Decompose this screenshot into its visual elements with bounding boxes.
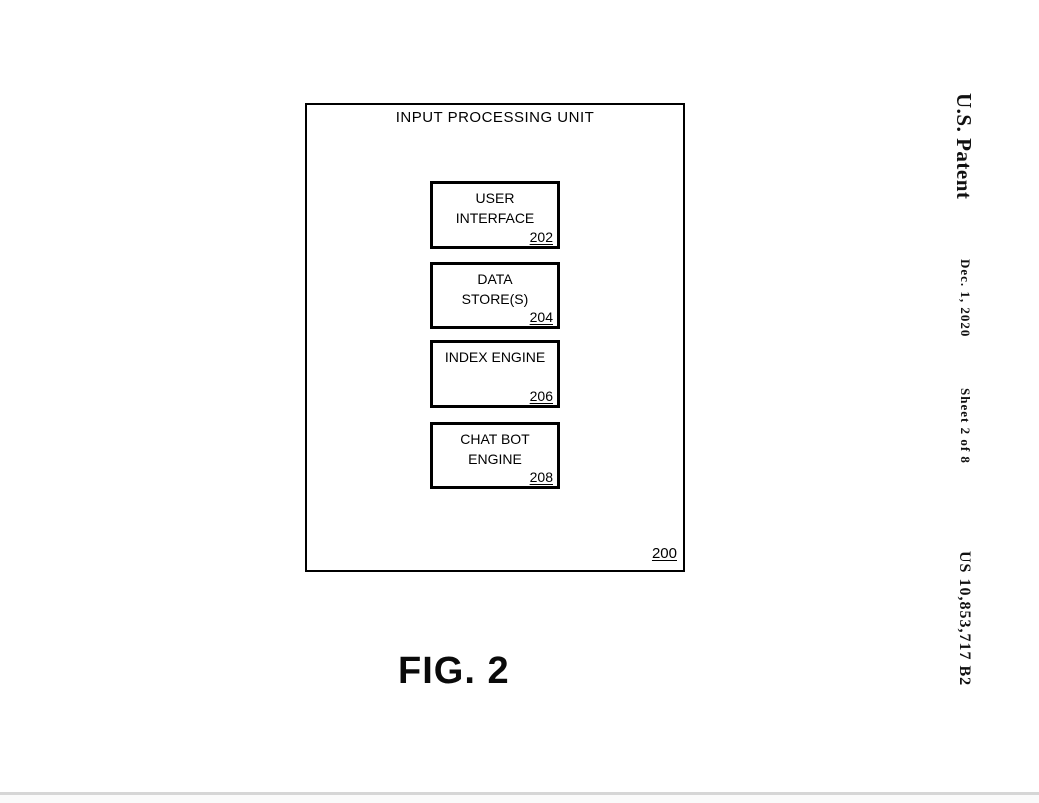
- box-ref-206: 206: [529, 388, 553, 404]
- box-ref-208: 208: [529, 469, 553, 485]
- chat-bot-engine-box: CHAT BOT ENGINE 208: [430, 422, 560, 489]
- box-label: INDEX ENGINE: [444, 349, 546, 365]
- box-label: USER INTERFACE: [455, 190, 535, 226]
- user-interface-box: USER INTERFACE 202: [430, 181, 560, 249]
- patent-number: US 10,853,717 B2: [956, 551, 973, 687]
- patent-office-label: U.S. Patent: [952, 93, 976, 200]
- patent-date: Dec. 1, 2020: [958, 259, 973, 338]
- outer-box-title: INPUT PROCESSING UNIT: [395, 109, 595, 126]
- box-label: CHAT BOT ENGINE: [460, 431, 530, 467]
- box-label: DATA STORE(S): [461, 271, 529, 307]
- page-bottom-edge: [0, 792, 1039, 803]
- box-ref-204: 204: [529, 309, 553, 325]
- index-engine-box: INDEX ENGINE 206: [430, 340, 560, 408]
- box-ref-202: 202: [529, 229, 553, 245]
- box-ref-200: 200: [651, 545, 677, 562]
- figure-caption: FIG. 2: [398, 650, 510, 692]
- input-processing-unit-box: INPUT PROCESSING UNIT USER INTERFACE 202…: [305, 103, 685, 572]
- sheet-number: Sheet 2 of 8: [958, 388, 973, 464]
- data-stores-box: DATA STORE(S) 204: [430, 262, 560, 329]
